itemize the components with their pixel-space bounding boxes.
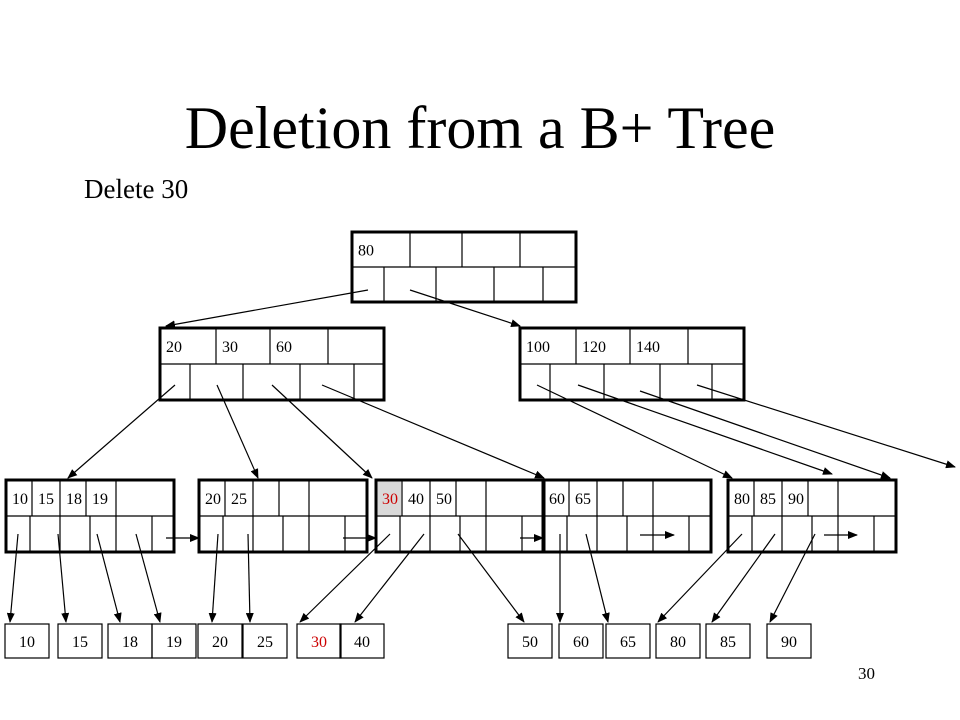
record-box: 25 xyxy=(242,623,288,659)
node-key: 10 xyxy=(12,491,28,508)
pointer-arrow xyxy=(96,533,122,623)
node-key: 20 xyxy=(166,339,182,356)
slide-subtitle: Delete 30 xyxy=(84,174,189,204)
internal-node-right: 100 120 140 xyxy=(518,326,746,402)
leaf-node-3: 30 40 50 xyxy=(374,478,546,554)
node-key: 60 xyxy=(549,491,565,508)
pointer-arrow xyxy=(769,533,816,623)
record-border xyxy=(558,623,604,659)
leaf-node-1: 10 15 18 19 xyxy=(4,478,176,554)
pointer-arrow xyxy=(245,533,254,623)
node-key: 120 xyxy=(582,339,606,356)
record-box: 10 xyxy=(4,623,50,659)
deleted-record-label: 30 xyxy=(311,634,327,651)
record-border xyxy=(766,623,812,659)
record-border xyxy=(242,623,288,659)
record-label: 20 xyxy=(212,634,228,651)
pointer-arrow xyxy=(135,533,162,623)
root-to-right-arrow xyxy=(409,289,521,328)
record-label: 80 xyxy=(670,634,686,651)
record-border xyxy=(4,623,50,659)
page-number: 30 xyxy=(858,664,875,683)
pointer-arrow xyxy=(711,533,776,623)
record-border xyxy=(339,623,385,659)
record-label: 50 xyxy=(522,634,538,651)
record-label: 19 xyxy=(166,634,182,651)
record-box: 50 xyxy=(507,623,553,659)
node-key: 50 xyxy=(436,491,452,508)
node-key: 140 xyxy=(636,339,660,356)
pointer-arrow xyxy=(577,384,833,475)
pointer-arrow xyxy=(208,533,219,623)
record-box: 85 xyxy=(705,623,751,659)
record-border xyxy=(57,623,103,659)
record-label: 60 xyxy=(573,634,589,651)
record-box: 80 xyxy=(655,623,701,659)
leaf-node-4: 60 65 xyxy=(541,478,713,554)
node-key: 25 xyxy=(231,491,247,508)
record-box: 60 xyxy=(558,623,604,659)
node-key: 18 xyxy=(66,491,82,508)
node-key: 20 xyxy=(205,491,221,508)
record-box: 19 xyxy=(151,623,197,659)
node-key: 85 xyxy=(760,491,776,508)
record-label: 18 xyxy=(122,634,138,651)
node-key: 40 xyxy=(408,491,424,508)
pointer-arrow xyxy=(354,533,425,623)
record-border xyxy=(605,623,651,659)
record-label: 65 xyxy=(620,634,636,651)
node-key: 80 xyxy=(358,243,374,260)
node-key: 90 xyxy=(788,491,804,508)
node-key: 19 xyxy=(92,491,108,508)
record-box: 15 xyxy=(57,623,103,659)
record-label: 15 xyxy=(72,634,88,651)
record-box: 30 xyxy=(296,623,342,659)
slide-title: Deletion from a B+ Tree xyxy=(184,95,776,161)
record-row: 10 15 18 19 20 25 30 40 50 60 65 80 85 90 xyxy=(4,623,812,659)
pointer-arrows xyxy=(6,289,956,623)
node-key: 15 xyxy=(38,491,54,508)
record-box: 20 xyxy=(197,623,243,659)
root-node: 80 xyxy=(350,230,578,304)
node-key: 100 xyxy=(526,339,550,356)
pointer-arrow xyxy=(696,384,956,469)
record-border xyxy=(296,623,342,659)
pointer-arrow xyxy=(57,533,70,623)
leaf-node-5: 80 85 90 xyxy=(726,478,898,554)
record-label: 10 xyxy=(19,634,35,651)
internal-node-left: 20 30 60 xyxy=(158,326,386,402)
pointer-arrow xyxy=(585,533,610,623)
record-box: 40 xyxy=(339,623,385,659)
pointer-arrow xyxy=(457,533,525,623)
node-key: 60 xyxy=(276,339,292,356)
record-border xyxy=(507,623,553,659)
record-label: 85 xyxy=(720,634,736,651)
pointer-arrow xyxy=(67,384,176,479)
record-box: 65 xyxy=(605,623,651,659)
pointer-arrow xyxy=(639,390,891,479)
record-border xyxy=(197,623,243,659)
node-key: 80 xyxy=(734,491,750,508)
record-label: 40 xyxy=(354,634,370,651)
record-label: 25 xyxy=(257,634,273,651)
pointer-arrow xyxy=(6,533,19,623)
node-key: 65 xyxy=(575,491,591,508)
deleted-key-cell xyxy=(377,481,401,515)
record-box: 90 xyxy=(766,623,812,659)
deleted-key: 30 xyxy=(382,491,398,508)
root-to-left-arrow xyxy=(165,289,369,329)
record-border xyxy=(151,623,197,659)
record-label: 90 xyxy=(781,634,797,651)
record-border xyxy=(655,623,701,659)
record-border xyxy=(705,623,751,659)
record-box: 18 xyxy=(107,623,153,659)
node-key: 30 xyxy=(222,339,238,356)
